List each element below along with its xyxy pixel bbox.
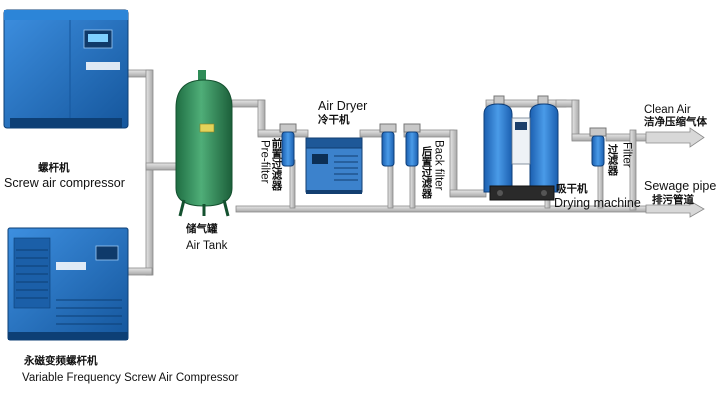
desiccant-dryer-icon: [483, 95, 559, 201]
screw-compressor-label-en: Screw air compressor: [4, 176, 125, 190]
arrow-right-icon: [645, 200, 705, 218]
screw-compressor-label-cn: 螺杆机: [38, 162, 70, 174]
air-tank-label-en: Air Tank: [186, 240, 228, 252]
vfd-compressor-label-cn: 永磁变频螺杆机: [24, 355, 98, 367]
back-filter-label-cn: 后置过滤器: [420, 146, 433, 199]
air-dryer-icon: [305, 137, 363, 194]
filter-icon: [379, 123, 397, 167]
air-tank-label-cn: 储气罐: [186, 223, 218, 235]
drying-machine-label-en: Drying machine: [554, 196, 641, 210]
filter-icon: [279, 123, 297, 167]
drying-machine-label-cn: 吸干机: [556, 183, 588, 195]
pre-filter-label-en: Pre-filter: [258, 140, 271, 184]
sewage-pipe-label-en: Sewage pipe: [644, 179, 717, 193]
clean-air-label-en: Clean Air: [644, 104, 691, 116]
filter-icon: [403, 123, 421, 167]
arrow-right-icon: [645, 127, 705, 148]
filter-label-en: Filter: [620, 142, 633, 168]
sewage-pipe-label-cn: 排污管道: [652, 194, 694, 206]
back-filter-label-en: Back filter: [432, 140, 445, 191]
clean-air-label-cn: 洁净压缩气体: [644, 116, 707, 128]
vfd-compressor-label-en: Variable Frequency Screw Air Compressor: [22, 372, 239, 384]
compressed-air-pipe: [127, 69, 647, 276]
screw-compressor-icon: [3, 9, 129, 129]
filter-label-cn: 过滤器: [606, 144, 619, 176]
pre-filter-label-cn: 前置过滤器: [270, 138, 283, 191]
filter-icon: [589, 127, 607, 167]
air-tank-icon: [175, 70, 233, 217]
air-dryer-label-cn: 冷干机: [318, 114, 350, 126]
air-dryer-label-en: Air Dryer: [318, 99, 368, 113]
vfd-compressor-icon: [7, 227, 129, 341]
